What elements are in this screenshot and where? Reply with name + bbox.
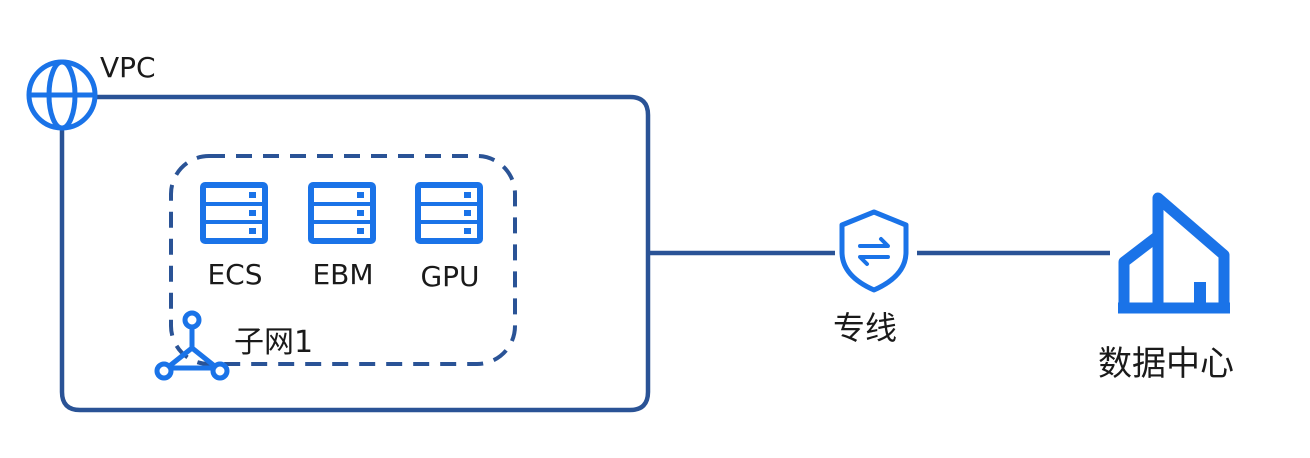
server-label-gpu: GPU: [420, 260, 480, 293]
vpc-label: VPC: [100, 51, 156, 84]
subnet-boundary: [169, 154, 517, 366]
server-label-ebm: EBM: [312, 258, 374, 291]
dedicated-line-label: 专线: [833, 309, 898, 347]
server-icon: [308, 182, 376, 244]
building-icon: [1118, 192, 1230, 314]
subnet-label: 子网1: [234, 325, 314, 360]
server-label-ecs: ECS: [207, 258, 263, 291]
server-icon: [415, 182, 483, 244]
server-icon: [200, 182, 268, 244]
datacenter-label: 数据中心: [1098, 344, 1234, 384]
vpc-boundary: [59, 94, 651, 413]
building-door: [1194, 282, 1206, 308]
globe-icon: [26, 59, 98, 131]
network-topology-icon: [154, 310, 230, 381]
shield-exchange-icon: [839, 209, 909, 293]
